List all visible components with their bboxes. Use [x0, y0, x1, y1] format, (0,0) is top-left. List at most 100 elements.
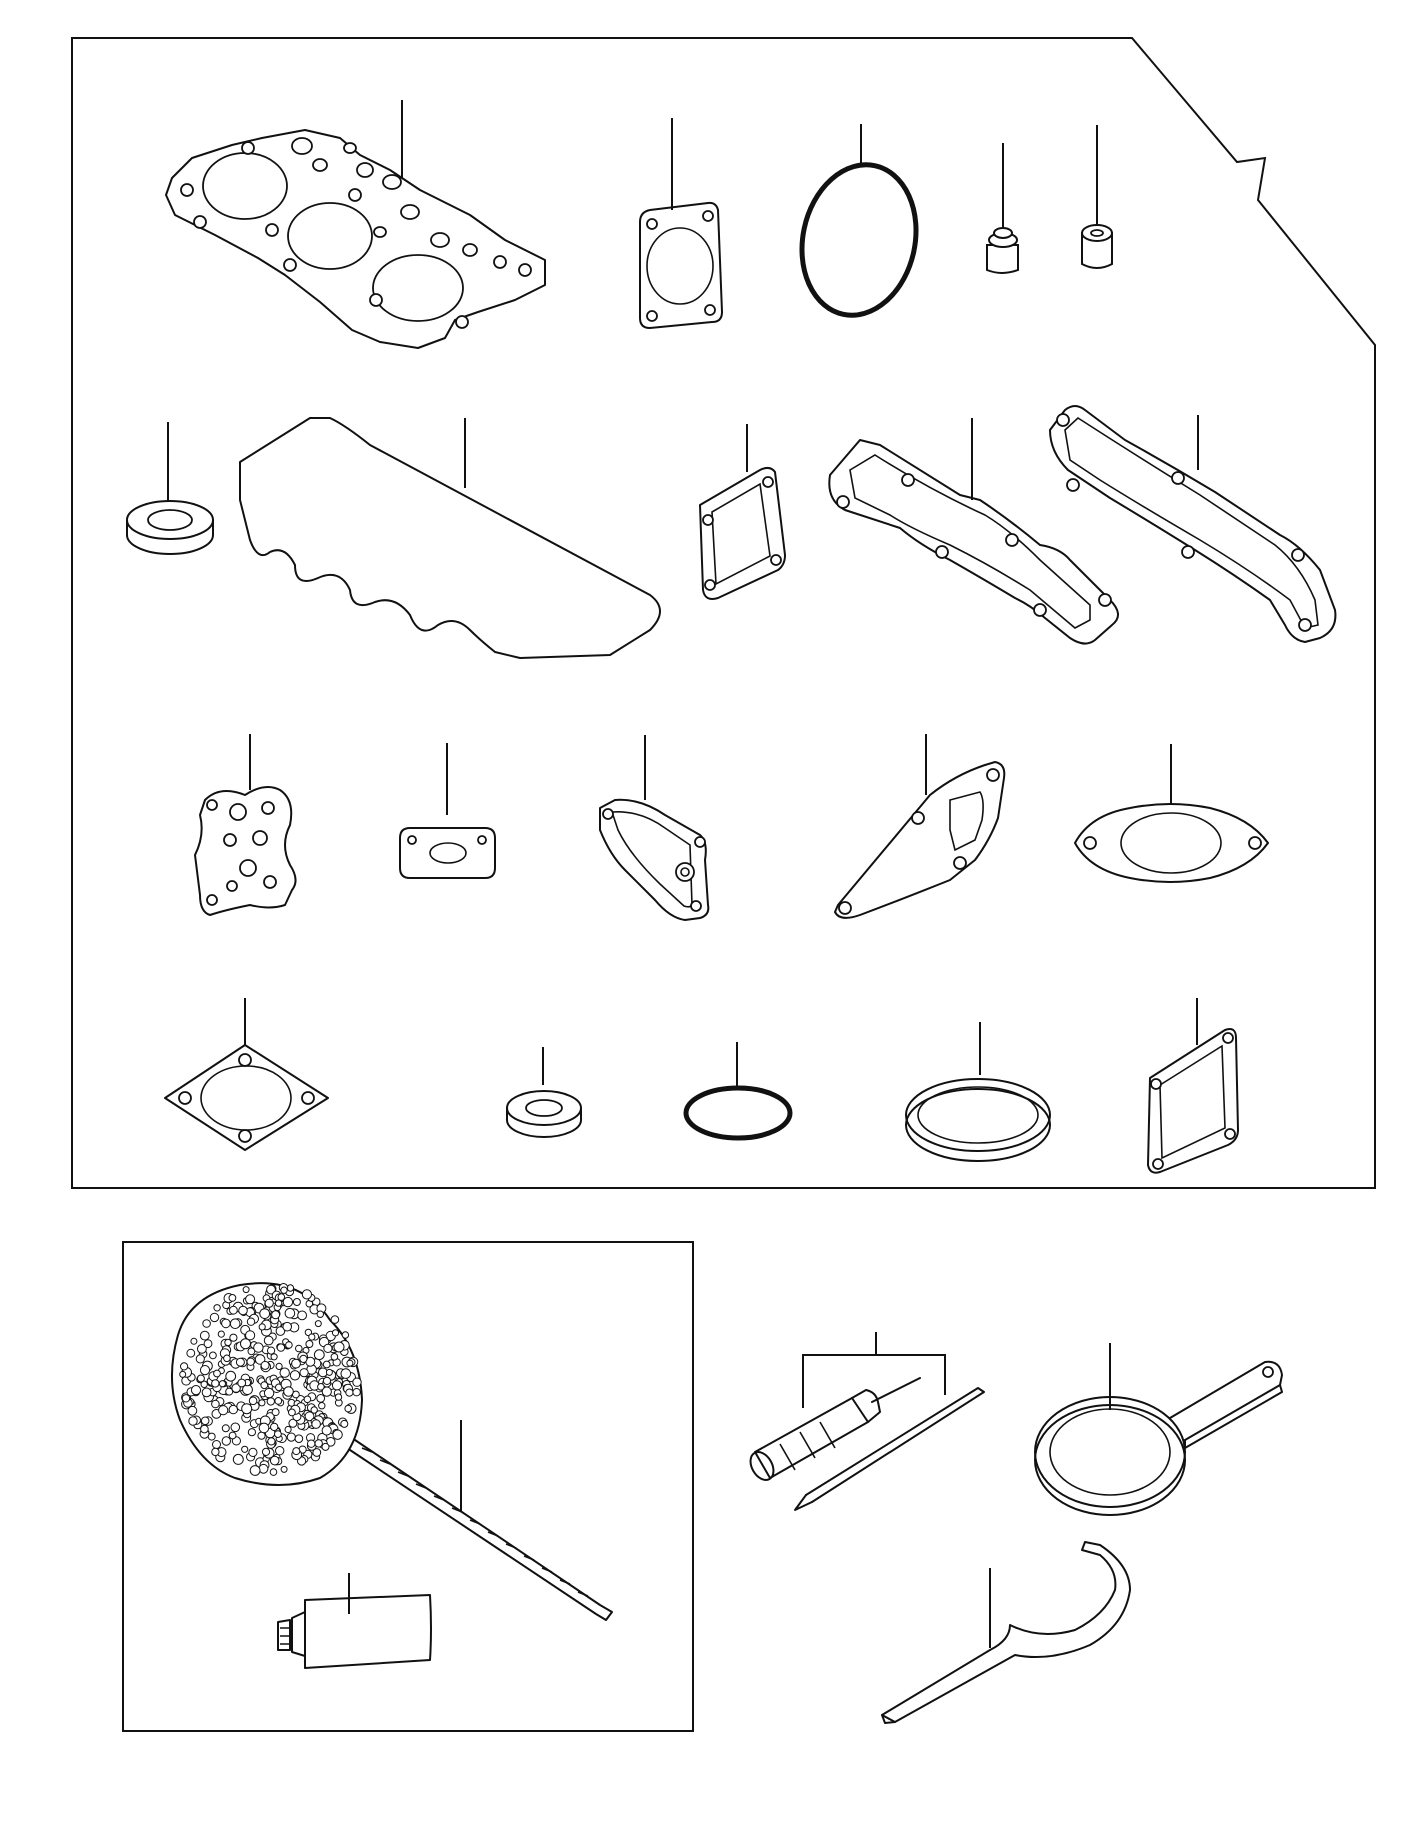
brush-bristle	[307, 1439, 316, 1448]
brush-bristle	[197, 1344, 207, 1354]
brush-bristle	[313, 1349, 325, 1361]
brush-bristle	[231, 1383, 241, 1393]
brush-bristle	[280, 1465, 288, 1473]
brush-bristle	[200, 1424, 209, 1434]
brush-bristle	[232, 1453, 244, 1465]
brush-bristle	[245, 1294, 256, 1305]
brush-bristle	[340, 1419, 349, 1428]
tools-panel	[122, 1241, 694, 1732]
brush-bristle	[209, 1351, 217, 1360]
brush-bristle	[221, 1436, 232, 1446]
brush-bristle	[299, 1368, 309, 1378]
brush-bristle	[331, 1329, 340, 1337]
thick-washer	[506, 1047, 582, 1138]
kit-panel	[71, 37, 1376, 1189]
brush-bristle	[301, 1289, 312, 1300]
brush-bristle	[246, 1357, 255, 1366]
brush-bristle	[294, 1434, 304, 1443]
brush-bristle	[199, 1365, 211, 1376]
brush-bristle	[316, 1310, 324, 1318]
brush-bristle	[299, 1354, 308, 1364]
brush-bristle	[330, 1353, 339, 1361]
brush-bristle	[303, 1395, 312, 1404]
brush-bristle	[270, 1353, 278, 1361]
brush-bristle	[260, 1360, 270, 1370]
brush-bristle	[258, 1463, 269, 1474]
brush-bristle	[288, 1408, 296, 1417]
brush-bristle	[247, 1428, 256, 1437]
brush-bristle	[308, 1333, 316, 1341]
brush-bristle	[245, 1330, 256, 1341]
brush-bristle	[213, 1369, 221, 1378]
brush-bristle	[241, 1403, 253, 1415]
cover-gasket	[699, 424, 786, 600]
brush-bristle	[323, 1343, 333, 1354]
brush-bristle	[345, 1388, 354, 1397]
brush-bristle	[280, 1286, 288, 1294]
brush-bristle	[270, 1422, 279, 1432]
brush-bristle	[274, 1397, 283, 1405]
medium-o-ring	[683, 1042, 793, 1141]
brush-bristle	[249, 1465, 261, 1476]
brush-bristle	[282, 1296, 294, 1308]
brush-bristle	[264, 1298, 274, 1308]
large-o-ring	[799, 124, 919, 318]
brush-bristle	[312, 1448, 322, 1457]
brush-bristle	[267, 1346, 276, 1355]
brush-bristle	[202, 1319, 211, 1328]
brush-bristle	[279, 1367, 290, 1378]
brush-bristle	[322, 1360, 331, 1369]
brush-bristle	[203, 1339, 213, 1349]
brush-bristle	[318, 1402, 326, 1410]
brush-bristle	[213, 1304, 221, 1312]
brush-bristle	[258, 1323, 266, 1331]
brush-bristle	[276, 1343, 286, 1352]
brush-bristle	[199, 1330, 210, 1341]
intake-manifold-gasket	[1049, 405, 1337, 643]
brush-bristle	[340, 1368, 352, 1379]
brush-bristle	[260, 1381, 269, 1390]
brush-bristle	[225, 1387, 234, 1396]
valve-cover-gasket	[239, 417, 661, 659]
brush-bristle	[196, 1374, 205, 1383]
brush-bristle	[330, 1315, 340, 1324]
cylinder-head-gasket	[165, 100, 546, 349]
square-flange-gasket-2	[164, 998, 329, 1151]
sealant-tube	[277, 1573, 432, 1669]
irregular-plate-gasket	[194, 734, 297, 916]
screwdriver-set	[749, 1332, 985, 1511]
brush-bristle	[258, 1399, 266, 1407]
brush-bristle	[271, 1408, 280, 1417]
brush-bristle	[331, 1380, 343, 1391]
brush-bristle	[258, 1422, 270, 1434]
brush-bristle	[325, 1368, 333, 1376]
brush-bristle	[179, 1370, 187, 1378]
brush-bristle	[274, 1430, 282, 1438]
brush-bristle	[284, 1425, 292, 1434]
brush-bristle	[321, 1386, 332, 1397]
brush-bristle	[228, 1404, 239, 1415]
flat-washer	[126, 422, 214, 555]
brush-bristle	[304, 1411, 315, 1422]
brush-bristle	[229, 1318, 241, 1329]
brush-bristle	[217, 1330, 225, 1338]
brush-bristle	[211, 1399, 220, 1409]
brush-bristle	[237, 1378, 247, 1388]
brush-bristle	[207, 1432, 216, 1441]
brush-bristle	[200, 1416, 210, 1426]
brush-bristle	[283, 1386, 294, 1397]
brush-bristle	[209, 1312, 220, 1323]
ring-spanner	[1034, 1343, 1283, 1516]
brush-bristle	[195, 1354, 205, 1364]
long-plate-gasket	[834, 734, 1006, 919]
square-flange-gasket	[639, 118, 723, 329]
housing-gasket	[599, 735, 710, 921]
brush-bristle	[235, 1357, 245, 1367]
brush-bristle	[352, 1388, 361, 1397]
brush-bristle	[282, 1321, 293, 1332]
brush-bristle	[289, 1370, 301, 1381]
brush-bristle	[305, 1340, 314, 1348]
brush-bristle	[211, 1379, 220, 1388]
oval-flange-gasket	[1074, 744, 1269, 883]
